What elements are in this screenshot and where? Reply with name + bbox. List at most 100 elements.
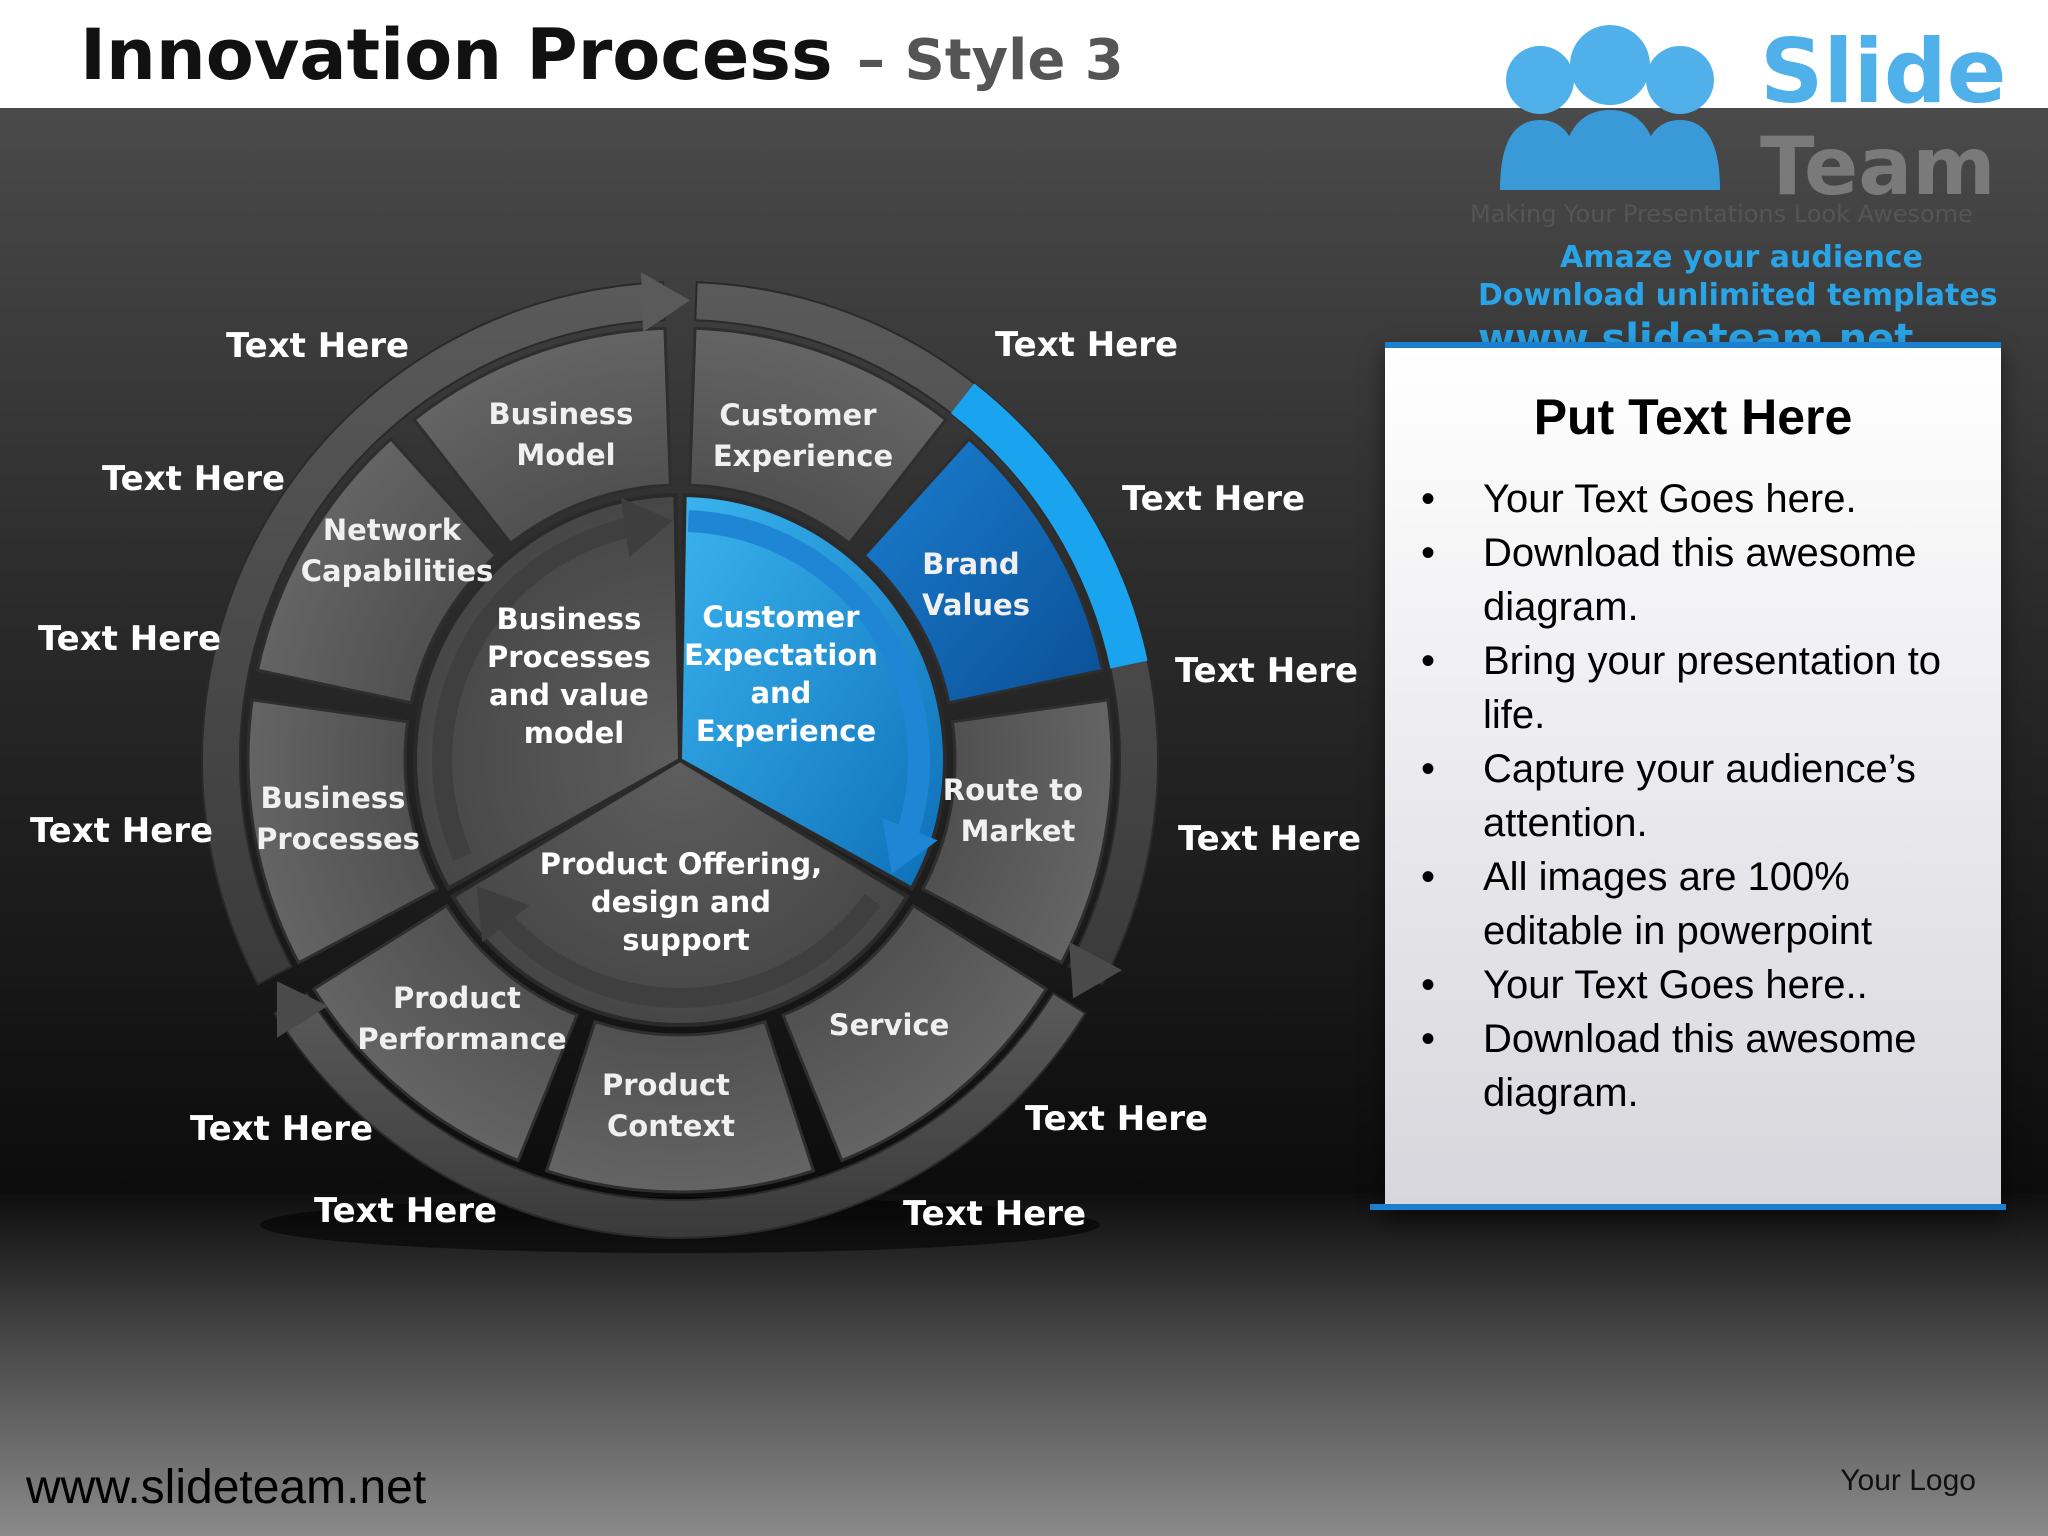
outer-label-8: Text Here: [1025, 1099, 1208, 1139]
title-subtitle: – Style 3: [857, 28, 1124, 93]
segment-label-product-context: Product Context: [602, 1068, 740, 1143]
panel-bullet-item: • Capture your audience’s attention.: [1421, 742, 1981, 850]
panel-bullet-item: • All images are 100% editable in powerpo…: [1421, 850, 1981, 958]
inner-label-customer-expectation: Customer Expectation and Experience: [684, 600, 888, 748]
bullet-dot-icon: •: [1421, 477, 1436, 521]
bullet-dot-icon: •: [1421, 747, 1436, 791]
inner-sector-business: [413, 493, 683, 892]
outer-label-1: Text Here: [226, 326, 409, 366]
text-panel: Put Text Here • Your Text Goes here. • Down…: [1385, 342, 2001, 1210]
in-bpv-line2: Processes: [487, 640, 651, 674]
seg-sv-line1: Service: [829, 1008, 950, 1042]
seg-rm-line2: Market: [961, 814, 1076, 848]
seg-bp-line1: Business: [261, 781, 406, 815]
person-body-right: [1640, 120, 1720, 190]
in-cee-line2: Expectation: [684, 638, 878, 672]
segment-label-network-capabilities: Network Capabilities: [301, 513, 494, 588]
seg-ce-line1: Customer: [719, 398, 877, 432]
in-po-line3: support: [622, 923, 750, 957]
in-po-line2: design and: [591, 885, 771, 919]
seg-bm-line2: Model: [516, 438, 615, 472]
outer-label-9: Text Here: [1178, 819, 1361, 859]
in-bpv-line3: and value: [489, 678, 649, 712]
panel-title: Put Text Here: [1533, 389, 1853, 445]
outer-ring-band-3: [201, 281, 666, 986]
segment-label-business-processes: Business Processes: [256, 781, 420, 856]
inner-sectors-group: [413, 493, 947, 1027]
floor-gradient: [0, 1193, 2048, 1536]
person-body-left: [1500, 120, 1580, 190]
bullet-dot-icon: •: [1421, 639, 1436, 683]
segment-label-route-to-market: Route to Market: [943, 773, 1093, 848]
segment-label-customer-experience: Customer Experience: [713, 398, 893, 473]
seg-bp-line2: Processes: [256, 822, 420, 856]
ring-arrow-head-left: [276, 981, 328, 1038]
title-main: Innovation Process: [80, 14, 833, 96]
bullet-text: Your Text Goes here..: [1483, 963, 1868, 1007]
outer-segments-group: [246, 326, 1114, 1194]
segment-label-brand-values: Brand Values: [922, 547, 1030, 622]
segment-label-service: Service: [829, 1008, 950, 1042]
bullet-dot-icon: •: [1421, 963, 1436, 1007]
logo-word-slide: Slide: [1760, 20, 2007, 123]
logo-tagline: Making Your Presentations Look Awesome: [1470, 200, 1973, 228]
seg-pp-line1: Product: [393, 981, 521, 1015]
in-cee-line1: Customer: [702, 600, 860, 634]
inner-arc-bottom: [484, 894, 881, 1008]
in-bpv-line4: model: [524, 716, 625, 750]
inner-sector-customer: [677, 493, 947, 892]
panel-bullet-item: • Download this awesome diagram.: [1421, 1012, 1981, 1120]
people-logo-icon: [1500, 25, 1720, 190]
outer-segment-route-to-market: [920, 698, 1114, 965]
ring-arrow-head-top: [640, 272, 690, 333]
outer-segment-business-model: [411, 326, 672, 546]
bullet-text: All images are 100% editable in powerpoi…: [1483, 855, 1873, 953]
promo-line-2: Download unlimited templates: [1478, 278, 1998, 313]
outer-label-12: Text Here: [995, 325, 1178, 365]
outer-ring-highlight: [950, 383, 1148, 669]
seg-bv-line1: Brand: [922, 547, 1019, 581]
seg-bm-line1: Business: [489, 397, 634, 431]
slideteam-logo: Slide Team Making Your Presentations Loo…: [1470, 20, 2030, 362]
outer-segment-product-performance: [311, 903, 579, 1163]
bullet-dot-icon: •: [1421, 1017, 1436, 1061]
outer-label-4: Text Here: [30, 811, 213, 851]
inner-label-business-processes-value-model: Business Processes and value model: [487, 602, 661, 750]
in-cee-line4: Experience: [696, 714, 876, 748]
seg-pc-line1: Product: [602, 1068, 730, 1102]
in-bpv-line1: Business: [497, 602, 642, 636]
bullet-text: Download this awesome diagram.: [1483, 531, 1917, 629]
outer-label-5: Text Here: [190, 1109, 373, 1149]
outer-label-11: Text Here: [1122, 479, 1305, 519]
promo-line-1: Amaze your audience: [1560, 240, 1923, 275]
outer-label-7: Text Here: [903, 1194, 1086, 1234]
segment-label-product-performance: Product Performance: [357, 981, 566, 1056]
panel-bullet-item: •Download this awesome diagram.: [1421, 526, 1981, 634]
footer-logo-placeholder: Your Logo: [1840, 1464, 1976, 1497]
outer-segment-brand-values: [861, 436, 1105, 705]
person-head-left: [1506, 46, 1574, 114]
outer-segment-service: [781, 903, 1049, 1163]
arrows-group: [276, 272, 1123, 1038]
bullet-text: Your Text Goes here.: [1483, 477, 1857, 521]
bullet-text: Capture your audience’s attention.: [1483, 747, 1916, 845]
seg-rm-line1: Route to: [943, 773, 1083, 807]
inner-arrow-head-left: [620, 497, 673, 558]
outer-ring-band-2: [273, 991, 1087, 1240]
panel-bullet-item: • Your Text Goes here..: [1421, 958, 1981, 1012]
bullet-text: Download this awesome diagram.: [1483, 1017, 1917, 1115]
outer-segment-customer-experience: [688, 326, 949, 546]
person-head-center: [1570, 25, 1650, 105]
ring-arrow-head-right: [1069, 941, 1123, 999]
panel-bullet-item: •Bring your presentation to life.: [1421, 634, 1981, 742]
inner-arrow-head-bottom: [476, 886, 530, 943]
outer-segment-product-context: [544, 1019, 816, 1194]
seg-nc-line2: Capabilities: [301, 554, 494, 588]
person-head-right: [1646, 46, 1714, 114]
in-cee-line3: and: [750, 676, 811, 710]
outer-label-2: Text Here: [102, 459, 285, 499]
panel-bullet-list: • Your Text Goes here. • Download this awes…: [1421, 472, 1981, 1120]
in-po-line1: Product Offering,: [540, 847, 823, 881]
bullet-dot-icon: •: [1421, 855, 1436, 899]
inner-arrow-head-blue: [882, 817, 938, 874]
